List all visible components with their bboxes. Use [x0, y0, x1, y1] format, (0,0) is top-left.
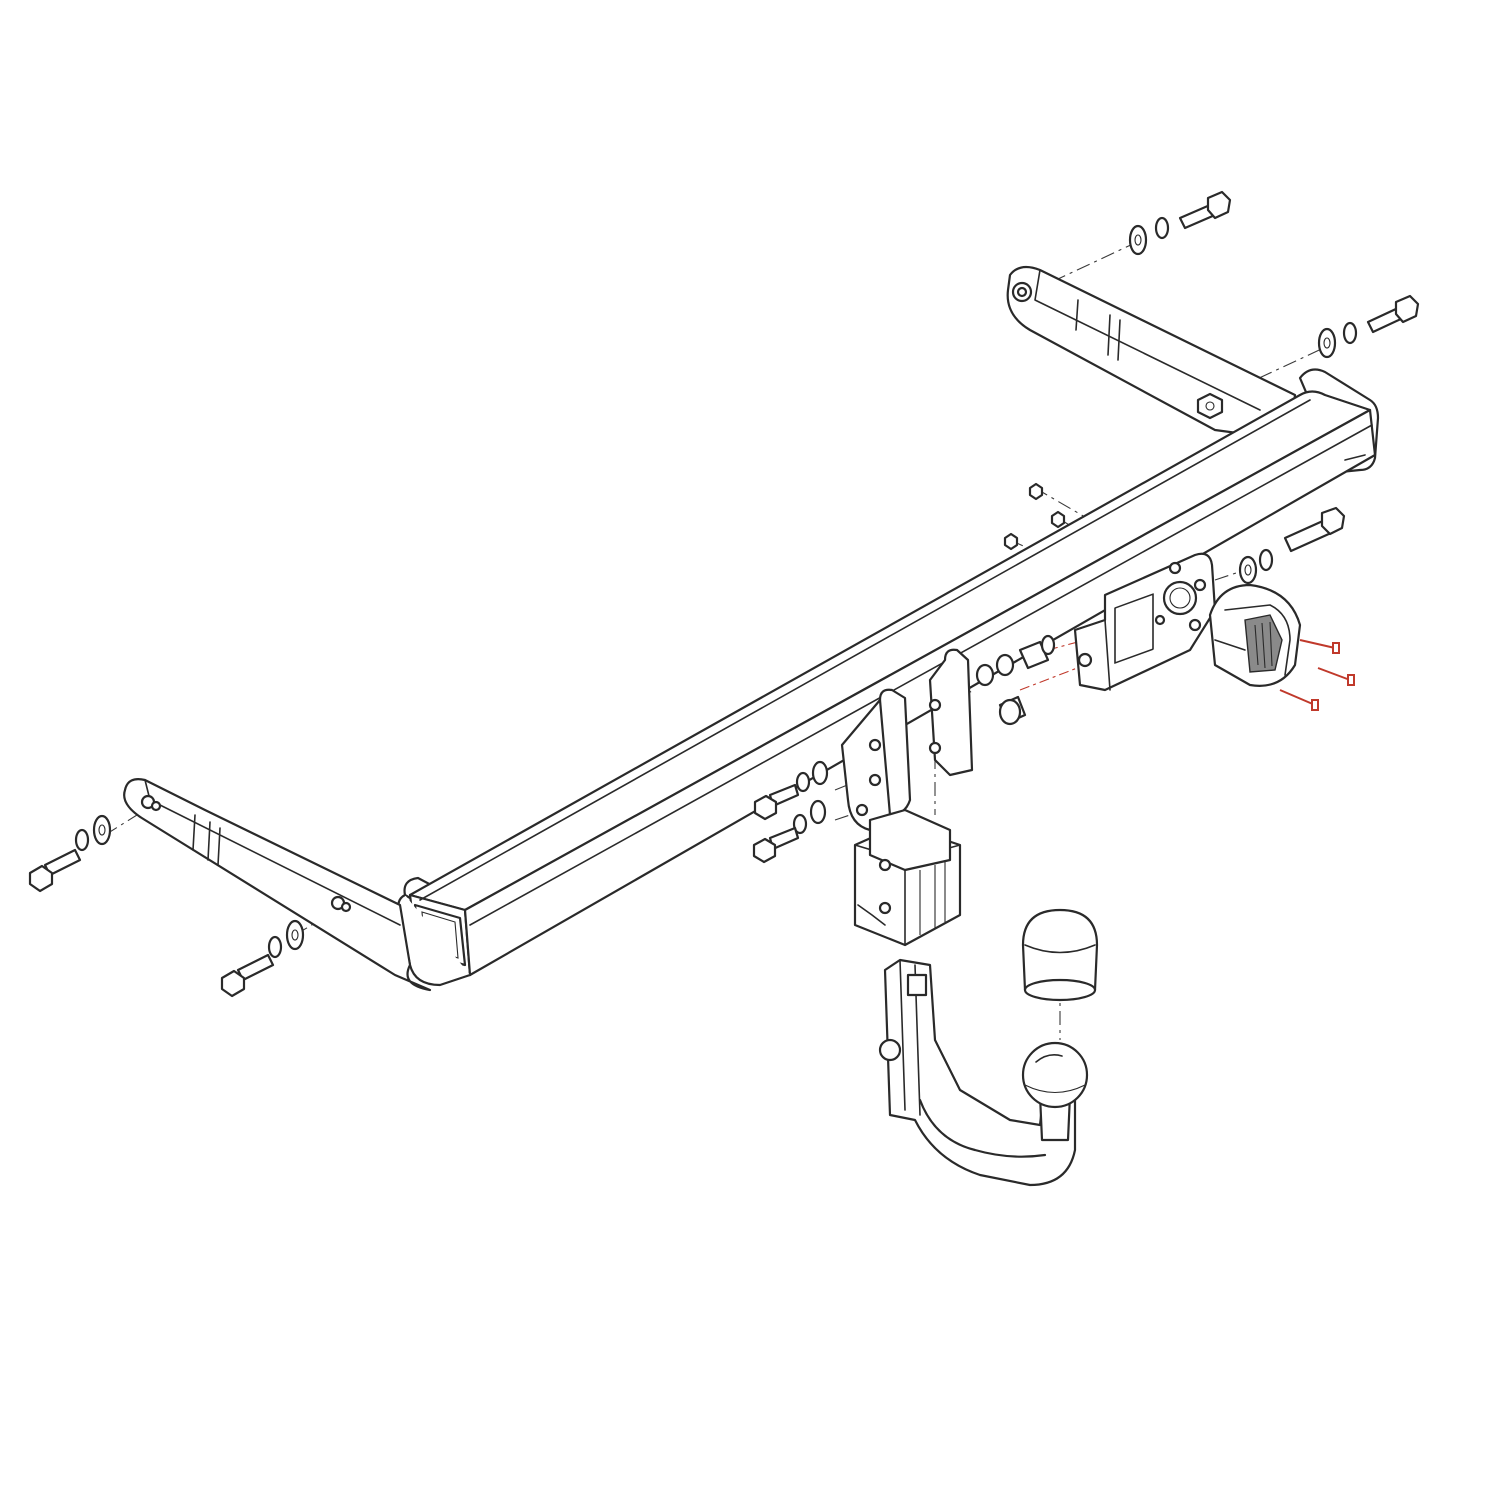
spring-washer-icon [74, 828, 90, 852]
washer-icon [92, 814, 112, 846]
bolt-set-socket-plate [1238, 506, 1346, 585]
detachable-tow-ball-neck [878, 958, 1089, 1187]
spring-washer-icon [1154, 216, 1170, 240]
washer-icon [811, 760, 829, 786]
small-nuts [1003, 482, 1066, 551]
spring-washer-icon [792, 813, 808, 835]
spring-washer-icon [267, 935, 283, 959]
bolt-set-center-upper [753, 760, 829, 821]
spring-washer-icon [795, 771, 811, 793]
hex-nut-icon [1050, 510, 1066, 529]
screw-icon [1317, 667, 1355, 686]
bolt-set-right [1317, 294, 1420, 359]
bolt-set-upper [1128, 190, 1232, 256]
release-knob-icon [906, 973, 928, 997]
bolt-set-center-lower [752, 799, 827, 864]
bolt-set-left-lower [220, 919, 305, 998]
electrical-socket [1208, 583, 1302, 687]
tow-ball-icon [1021, 1041, 1089, 1109]
hex-nut-icon [1028, 482, 1044, 501]
washer-icon [1238, 555, 1258, 585]
electrical-socket-plate [1073, 552, 1217, 692]
spring-washer-icon [1342, 321, 1358, 345]
hex-nut-icon [1003, 532, 1019, 551]
hex-nut-icon [1196, 392, 1224, 420]
washer-icon [1128, 224, 1148, 256]
spacer-bushings [975, 634, 1056, 726]
washer-icon [809, 799, 827, 825]
washer-icon [285, 919, 305, 951]
tow-ball-cover [1021, 908, 1099, 1002]
receiver-socket [853, 808, 962, 947]
socket-screws [1279, 639, 1355, 711]
screw-icon [1299, 639, 1340, 654]
washer-icon [1317, 327, 1337, 359]
bolt-set-left-upper [28, 814, 112, 893]
locking-button-icon [878, 1038, 902, 1062]
left-side-bracket [123, 778, 432, 992]
screw-icon [1279, 689, 1319, 711]
spring-washer-icon [1258, 548, 1274, 572]
right-side-bracket [1006, 265, 1297, 442]
crossbar [397, 368, 1380, 987]
